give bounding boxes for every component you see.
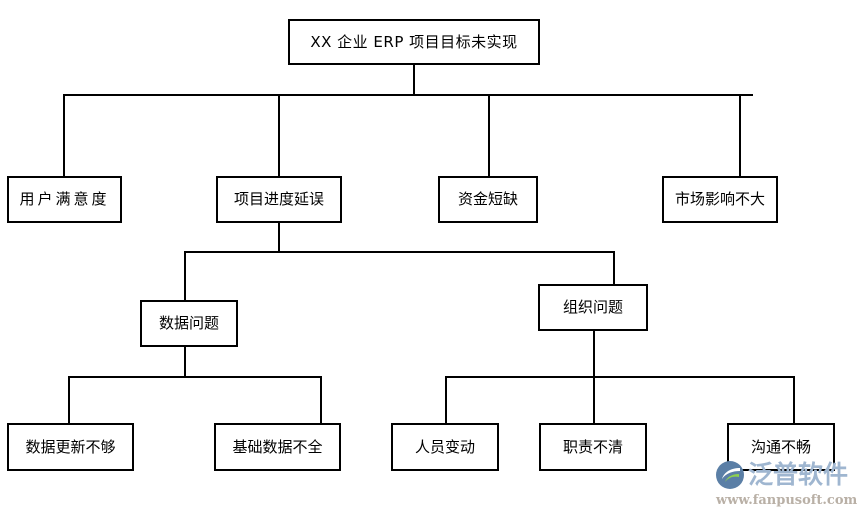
edge-bus-level4-left <box>68 376 322 378</box>
node-schedule-delay[interactable]: 项目进度延误 <box>216 176 342 223</box>
edge-bus-to-node-user-satisfaction <box>63 94 65 177</box>
node-root-label: XX 企业 ERP 项目目标未实现 <box>310 32 518 51</box>
node-poor-communication[interactable]: 沟通不畅 <box>727 423 835 471</box>
edge-org-issue-to-bus <box>593 331 595 377</box>
node-base-data-incomplete[interactable]: 基础数据不全 <box>214 423 341 471</box>
edge-bus-to-node-funding-shortage <box>488 94 490 177</box>
node-data-issue-label: 数据问题 <box>158 314 219 333</box>
edge-bus-to-node-org-issue <box>613 251 615 284</box>
edge-data-issue-to-bus <box>184 347 186 377</box>
node-data-update-insufficient[interactable]: 数据更新不够 <box>7 423 134 471</box>
node-market-impact-label: 市场影响不大 <box>674 190 765 209</box>
node-staff-turnover-label: 人员变动 <box>414 437 475 456</box>
node-base-data-incomplete-label: 基础数据不全 <box>232 437 323 456</box>
edge-bus-level4-right <box>445 376 795 378</box>
node-funding-shortage[interactable]: 资金短缺 <box>438 176 538 223</box>
watermark-url-text: www.fanpusoft.com <box>716 493 858 508</box>
node-poor-communication-label: 沟通不畅 <box>750 437 811 456</box>
edge-root-to-bus <box>413 65 415 95</box>
node-schedule-delay-label: 项目进度延误 <box>233 190 324 209</box>
node-unclear-duty-label: 职责不清 <box>562 437 623 456</box>
node-staff-turnover[interactable]: 人员变动 <box>391 423 499 471</box>
edge-bus-to-node-base-data <box>320 376 322 423</box>
edge-bus-level3 <box>184 251 615 253</box>
node-market-impact[interactable]: 市场影响不大 <box>662 176 778 223</box>
edge-bus-to-node-staff-turnover <box>445 376 447 423</box>
node-org-issue-label: 组织问题 <box>562 298 623 317</box>
edge-bus-to-node-market-impact <box>739 94 741 177</box>
node-unclear-duty[interactable]: 职责不清 <box>539 423 647 471</box>
edge-bus-to-node-unclear-duty <box>593 376 595 423</box>
node-root[interactable]: XX 企业 ERP 项目目标未实现 <box>288 19 540 65</box>
node-funding-shortage-label: 资金短缺 <box>457 190 518 209</box>
node-user-satisfaction-label: 用户满意度 <box>19 190 110 209</box>
edge-bus-level2 <box>63 94 753 96</box>
edge-bus-to-node-schedule-delay <box>278 94 280 177</box>
edge-schedule-delay-to-bus <box>278 223 280 253</box>
edge-bus-to-node-poor-communication <box>793 376 795 423</box>
edge-bus-to-data-issue-top <box>184 251 186 300</box>
node-data-update-insufficient-label: 数据更新不够 <box>25 437 116 456</box>
node-data-issue[interactable]: 数据问题 <box>140 300 238 347</box>
edge-bus-to-node-data-update <box>68 376 70 423</box>
node-org-issue[interactable]: 组织问题 <box>538 284 648 331</box>
node-user-satisfaction[interactable]: 用户满意度 <box>7 176 122 223</box>
